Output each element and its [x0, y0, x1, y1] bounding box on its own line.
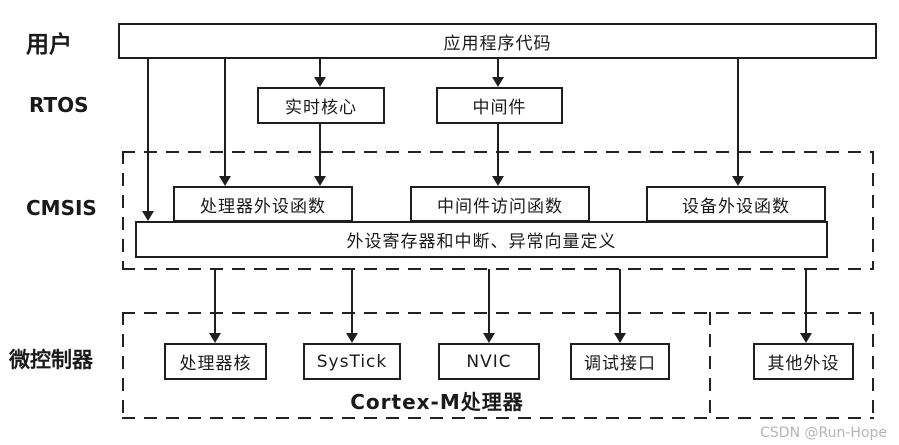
mcu-group-separator [709, 312, 711, 419]
connector-middleware-to-mwfn [497, 124, 499, 177]
arrow-down-icon [492, 77, 504, 87]
arrow-down-icon [800, 333, 812, 343]
box-systick: SysTick [303, 343, 401, 380]
arrow-down-icon [492, 176, 504, 186]
cmsis-group-border-bottom [122, 268, 874, 270]
box-register-interrupt-vector-definitions: 外设寄存器和中断、异常向量定义 [135, 221, 828, 258]
box-middleware-access-functions: 中间件访问函数 [410, 186, 590, 222]
arrow-down-icon [314, 176, 326, 186]
connector-registers-to-debug [619, 269, 621, 334]
box-middleware: 中间件 [436, 87, 563, 124]
row-label-rtos: RTOS [29, 93, 89, 117]
arrow-down-icon [346, 333, 358, 343]
connector-appcode-to-registers [147, 59, 149, 212]
cortex-m-processor-caption: Cortex-M处理器 [350, 390, 524, 414]
row-label-cmsis: CMSIS [26, 196, 97, 220]
mcu-group-border-top [122, 312, 874, 314]
connector-registers-to-other [805, 269, 807, 334]
arrow-down-icon [142, 211, 154, 221]
connector-registers-to-nvic [488, 269, 490, 334]
arrow-down-icon [483, 333, 495, 343]
row-label-user: 用户 [26, 32, 72, 58]
cmsis-group-border-left [122, 151, 124, 270]
row-label-microcontroller: 微控制器 [9, 348, 93, 372]
box-processor-core: 处理器核 [164, 343, 267, 380]
mcu-group-border-left [122, 312, 124, 419]
box-other-peripherals: 其他外设 [753, 343, 854, 380]
box-device-peripheral-functions: 设备外设函数 [646, 186, 826, 222]
box-nvic: NVIC [438, 343, 540, 380]
mcu-group-border-right [872, 312, 874, 419]
arrow-down-icon [314, 77, 326, 87]
connector-appcode-to-rtoscore [319, 59, 321, 78]
mcu-group-border-bottom [122, 417, 874, 419]
box-application-code: 应用程序代码 [118, 23, 877, 59]
arrow-down-icon [732, 176, 744, 186]
connector-appcode-to-procfn [224, 59, 226, 177]
arrow-down-icon [219, 176, 231, 186]
connector-appcode-to-middleware [497, 59, 499, 78]
connector-rtoscore-to-procfn [319, 124, 321, 177]
connector-appcode-to-devfn [737, 59, 739, 177]
box-debug-interface: 调试接口 [570, 343, 670, 380]
connector-registers-to-core [214, 269, 216, 334]
arrow-down-icon [209, 333, 221, 343]
connector-registers-to-systick [351, 269, 353, 334]
box-processor-peripheral-functions: 处理器外设函数 [173, 186, 353, 222]
csdn-watermark: CSDN @Run-Hope [760, 425, 887, 441]
box-realtime-kernel: 实时核心 [257, 87, 385, 124]
arrow-down-icon [614, 333, 626, 343]
cmsis-group-border-right [872, 151, 874, 270]
